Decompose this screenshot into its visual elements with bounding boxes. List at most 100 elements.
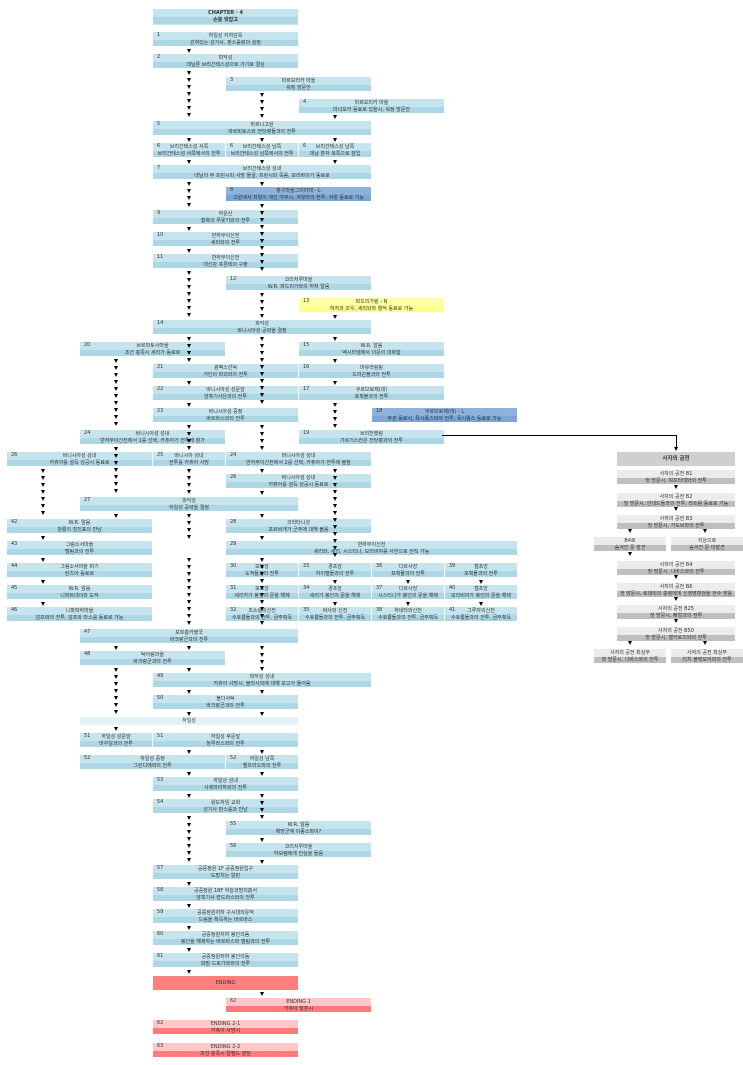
node-description: 시스티나가 봉인의 문을 해제 bbox=[372, 593, 444, 599]
node-description: 암흑기사 란드라스와의 전투 bbox=[153, 895, 298, 901]
node-number: 23 bbox=[157, 408, 164, 414]
node-number: 8 bbox=[230, 187, 234, 193]
flow-arrow bbox=[332, 532, 337, 536]
flow-arrow bbox=[259, 100, 264, 104]
flow-arrow bbox=[259, 514, 264, 518]
node-number: 59 bbox=[157, 909, 164, 915]
node-description: 데닐 혼자 북쪽으로 잠입 bbox=[299, 151, 371, 157]
node-title: 피닥성 bbox=[182, 498, 196, 504]
node-title: 켈프앙 bbox=[474, 586, 488, 592]
node-title: 그루자의신전 bbox=[467, 608, 495, 614]
node-description: 청루라스와의 전투 bbox=[153, 741, 298, 747]
flow-arrow bbox=[259, 600, 264, 604]
node-number: 20 bbox=[84, 342, 91, 348]
node-number: 6 bbox=[303, 143, 307, 149]
flow-arrow bbox=[186, 278, 191, 282]
flow-arrow bbox=[259, 182, 264, 186]
flow-arrow bbox=[113, 373, 118, 377]
flow-arrow bbox=[332, 424, 337, 428]
flow-arrow bbox=[259, 344, 264, 348]
node-number: 24 bbox=[84, 430, 91, 436]
flow-arrow bbox=[259, 579, 264, 583]
node-title: 다르사앙 bbox=[398, 564, 418, 570]
flow-arrow bbox=[113, 380, 118, 384]
node-title: 포르홈카행국 bbox=[175, 630, 203, 636]
node-description: 감프와의 전투, 감프와 마스를 동료로 가능 bbox=[7, 615, 152, 621]
node-number: 1 bbox=[157, 32, 161, 38]
flow-arrow bbox=[332, 504, 337, 508]
node-title: 하일성 bbox=[182, 718, 196, 724]
flow-arrow bbox=[259, 260, 264, 264]
node-description: 대신관 프론테의 구출 bbox=[153, 262, 298, 268]
flow-arrow bbox=[113, 489, 118, 493]
node-title: 공중정원저하 구시대의유적 bbox=[197, 910, 254, 916]
flow-arrow bbox=[259, 432, 264, 436]
flow-arrow bbox=[186, 565, 191, 569]
flow-arrow bbox=[259, 379, 264, 383]
node-description: 수호룡들과의 전투, 금주획득 bbox=[299, 615, 371, 621]
flow-arrow bbox=[259, 293, 264, 297]
side-arrow bbox=[627, 641, 632, 645]
flow-arrow bbox=[186, 337, 191, 341]
flow-arrow bbox=[332, 138, 337, 142]
flow-arrow bbox=[113, 415, 118, 419]
flow-arrow bbox=[259, 225, 264, 229]
node-title: 바니시아성 성내 bbox=[62, 453, 97, 459]
node-title: 바니시아성 중정 bbox=[208, 409, 243, 415]
node-number: 52 bbox=[84, 755, 91, 761]
side-node-description: 첫 방문시, 언데드들과의 전투, 라트람 동료로 가능 bbox=[617, 501, 735, 507]
flow-arrow bbox=[186, 476, 191, 480]
flow-arrow bbox=[186, 882, 191, 886]
flow-arrow bbox=[259, 425, 264, 429]
flow-arrow bbox=[332, 525, 337, 529]
flow-arrow bbox=[186, 614, 191, 618]
side-connector-arrow bbox=[674, 447, 678, 451]
node-title: ENDING 1 bbox=[286, 999, 311, 1005]
flow-arrow bbox=[186, 469, 191, 473]
node-description: 포획물과의 전투 bbox=[372, 571, 444, 577]
flow-arrow bbox=[259, 750, 264, 754]
flow-arrow bbox=[186, 579, 191, 583]
chapter-title: CHAPTER · 4 bbox=[208, 10, 243, 16]
side-node-description: 첫 방문시, 나바스와의 전투 bbox=[594, 657, 666, 663]
node-description: 카츄아를 설득 성공시 동료로 bbox=[7, 460, 152, 466]
node-number: 11 bbox=[157, 254, 164, 260]
flow-arrow bbox=[259, 536, 264, 540]
flow-arrow bbox=[186, 514, 191, 518]
node-number: 14 bbox=[157, 320, 164, 326]
flow-arrow bbox=[186, 439, 191, 443]
node-title: 왕도하임 교회 bbox=[210, 800, 241, 806]
node-number: 15 bbox=[303, 342, 310, 348]
side-arrow bbox=[627, 552, 632, 556]
node-description: 성기사 판스롤과 만남 bbox=[153, 807, 298, 813]
flow-arrow bbox=[332, 546, 337, 550]
flow-arrow bbox=[259, 204, 264, 208]
node-number: 41 bbox=[449, 607, 456, 613]
flow-arrow bbox=[186, 160, 191, 164]
flow-arrow bbox=[259, 621, 264, 625]
flow-arrow bbox=[259, 386, 264, 390]
node-description: 거인의 파괴와의 전투 bbox=[153, 372, 298, 378]
node-number: 58 bbox=[157, 887, 164, 893]
flow-arrow bbox=[259, 572, 264, 576]
flow-arrow bbox=[186, 690, 191, 694]
flow-arrow bbox=[113, 461, 118, 465]
node-number: 44 bbox=[11, 563, 18, 569]
